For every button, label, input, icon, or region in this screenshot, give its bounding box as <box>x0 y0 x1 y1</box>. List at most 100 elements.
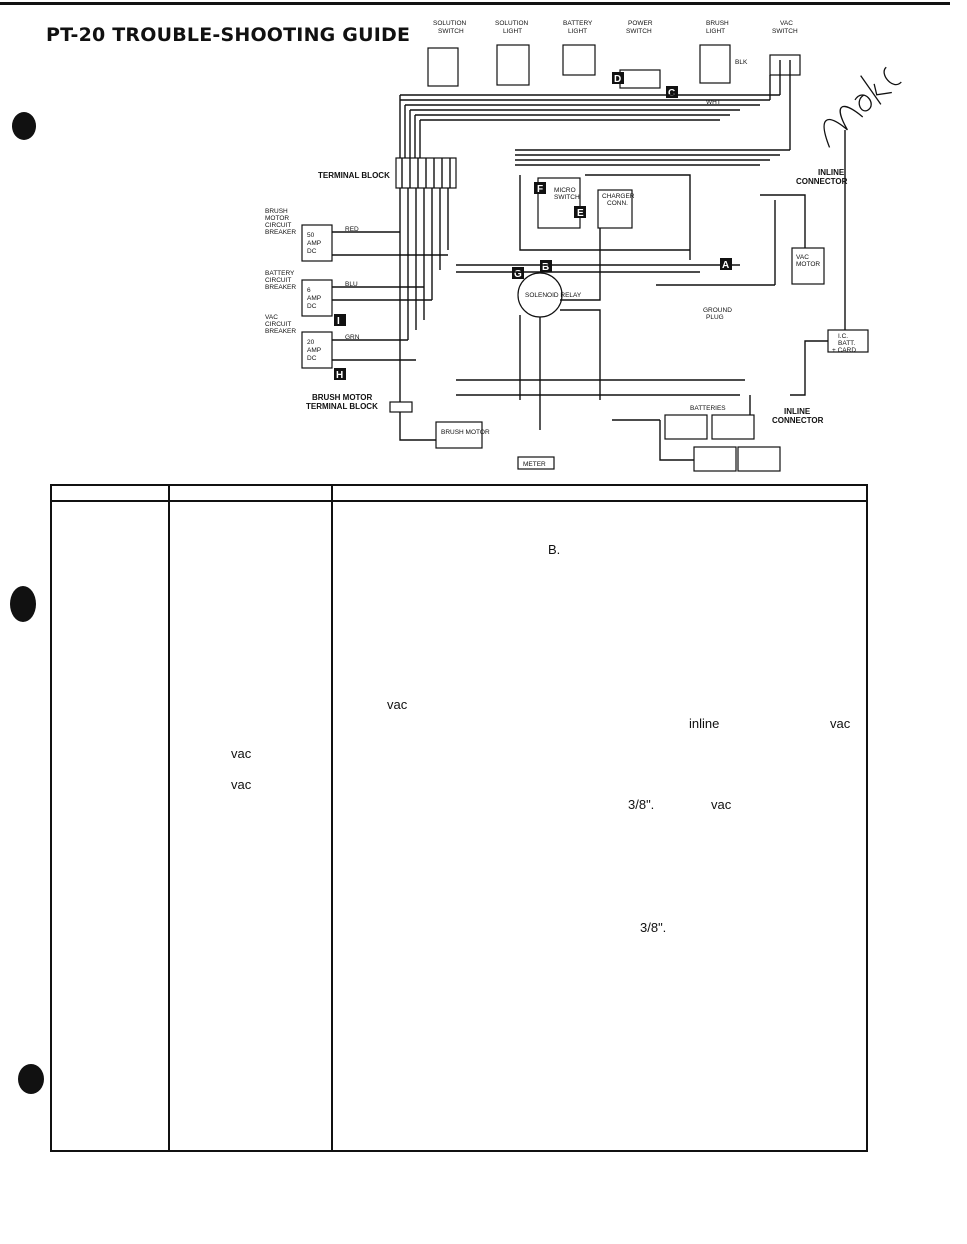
svg-text:MOTOR: MOTOR <box>796 261 820 268</box>
wire-label-grn: GRN <box>345 334 360 341</box>
svg-text:VAC: VAC <box>796 254 809 261</box>
svg-text:CONN.: CONN. <box>607 200 628 207</box>
solenoid-relay: SOLENOID RELAY <box>517 272 582 318</box>
column-divider <box>331 486 333 1150</box>
svg-text:TERMINAL BLOCK: TERMINAL BLOCK <box>318 171 390 180</box>
svg-text:SOLUTION: SOLUTION <box>433 20 467 27</box>
svg-text:DC: DC <box>307 303 317 310</box>
marker-h: H <box>334 368 346 381</box>
svg-text:VAC: VAC <box>780 20 793 27</box>
svg-text:AMP: AMP <box>307 347 321 354</box>
svg-text:C: C <box>668 88 675 99</box>
svg-text:BRUSH: BRUSH <box>706 20 729 27</box>
svg-text:CIRCUIT: CIRCUIT <box>265 277 291 284</box>
svg-text:MOTOR: MOTOR <box>265 215 289 222</box>
ic-battery-card: I.C. BATT. + CARD <box>827 329 869 354</box>
svg-text:B: B <box>542 262 549 273</box>
svg-text:A: A <box>722 260 729 271</box>
wire-label-blu: BLU <box>345 281 358 288</box>
svg-text:CHARGER: CHARGER <box>602 193 635 200</box>
top-rule <box>0 2 950 5</box>
svg-text:BREAKER: BREAKER <box>265 284 296 291</box>
svg-text:F: F <box>537 184 543 195</box>
svg-text:INLINE: INLINE <box>784 407 811 416</box>
brush-motor-breaker: BRUSH MOTOR CIRCUIT BREAKER 50 AMP DC <box>265 208 333 262</box>
svg-text:TERMINAL BLOCK: TERMINAL BLOCK <box>306 402 378 411</box>
ground-plug: GROUND PLUG <box>656 284 775 321</box>
svg-text:BATTERY: BATTERY <box>265 270 295 277</box>
marker-d: D <box>612 72 624 85</box>
marker-f: F <box>534 182 546 195</box>
brush-motor-terminal-block: BRUSH MOTOR TERMINAL BLOCK <box>306 393 413 413</box>
cell-text: inline <box>689 716 720 731</box>
marker-c: C <box>666 86 678 99</box>
svg-text:BRUSH MOTOR: BRUSH MOTOR <box>312 393 373 402</box>
marker-b: B <box>540 260 552 273</box>
svg-text:VAC: VAC <box>265 314 278 321</box>
cell-text: vac <box>711 797 732 812</box>
meter: METER <box>517 456 555 470</box>
svg-text:SWITCH: SWITCH <box>626 28 652 35</box>
svg-text:I: I <box>337 316 340 327</box>
inline-connector-bottom: INLINE CONNECTOR <box>772 407 824 425</box>
svg-text:SWITCH: SWITCH <box>772 28 798 35</box>
marker-i: I <box>334 314 346 327</box>
inline-connector-top: INLINE CONNECTOR <box>796 168 848 186</box>
svg-text:6: 6 <box>307 287 311 294</box>
svg-text:CIRCUIT: CIRCUIT <box>265 321 291 328</box>
punch-hole <box>10 586 36 622</box>
svg-text:D: D <box>614 74 621 85</box>
svg-text:LIGHT: LIGHT <box>706 28 725 35</box>
svg-text:METER: METER <box>523 461 546 468</box>
terminal-block: TERMINAL BLOCK <box>318 157 457 189</box>
handwritten-note <box>800 49 923 166</box>
cell-text: B. <box>548 542 561 557</box>
brush-motor: BRUSH MOTOR <box>435 421 490 449</box>
svg-text:INLINE: INLINE <box>818 168 845 177</box>
marker-g: G <box>512 267 524 280</box>
battery-breaker: BATTERY CIRCUIT BREAKER 6 AMP DC <box>265 270 333 317</box>
marker-a: A <box>720 258 732 271</box>
batteries: BATTERIES <box>664 405 781 472</box>
svg-text:I.C.: I.C. <box>838 333 848 340</box>
svg-text:H: H <box>336 370 343 381</box>
svg-text:+ CARD: + CARD <box>832 347 856 354</box>
power-switch: POWER SWITCH <box>619 20 661 89</box>
svg-text:BATTERY: BATTERY <box>563 20 593 27</box>
wire-label-wht: WHT <box>706 99 721 106</box>
cell-text: vac <box>830 716 851 731</box>
solution-switch: SOLUTION SWITCH <box>427 20 467 87</box>
svg-text:DC: DC <box>307 355 317 362</box>
svg-text:PLUG: PLUG <box>706 314 724 321</box>
svg-text:SWITCH: SWITCH <box>438 28 464 35</box>
cell-text: 3/8". <box>628 797 655 812</box>
marker-e: E <box>574 206 586 219</box>
cell-text: vac <box>231 746 252 761</box>
punch-hole <box>18 1064 44 1094</box>
svg-text:MICRO: MICRO <box>554 187 576 194</box>
punch-hole <box>12 112 36 140</box>
cell-text: vac <box>387 697 408 712</box>
svg-text:G: G <box>514 269 522 280</box>
solution-light: SOLUTION LIGHT <box>495 20 530 86</box>
svg-text:SWITCH: SWITCH <box>554 194 580 201</box>
svg-text:CIRCUIT: CIRCUIT <box>265 222 291 229</box>
wire-label-red: RED <box>345 226 359 233</box>
page-title: PT-20 TROUBLE-SHOOTING GUIDE <box>46 24 411 46</box>
svg-text:AMP: AMP <box>307 240 321 247</box>
svg-text:BRUSH: BRUSH <box>265 208 288 215</box>
cell-text: 3/8". <box>640 920 667 935</box>
svg-text:LIGHT: LIGHT <box>568 28 587 35</box>
svg-text:CONNECTOR: CONNECTOR <box>796 177 848 186</box>
cell-text: vac <box>231 777 252 792</box>
troubleshooting-table: vac vac B. vac inline vac 3/8". vac 3/8"… <box>50 484 868 1152</box>
brush-light: BRUSH LIGHT <box>699 20 731 84</box>
vac-motor: VAC MOTOR <box>791 247 825 285</box>
micro-switch: MICRO SWITCH <box>537 177 581 229</box>
svg-text:20: 20 <box>307 339 315 346</box>
svg-text:BREAKER: BREAKER <box>265 229 296 236</box>
svg-text:CONNECTOR: CONNECTOR <box>772 416 824 425</box>
svg-text:POWER: POWER <box>628 20 653 27</box>
svg-text:BRUSH MOTOR: BRUSH MOTOR <box>441 429 490 436</box>
svg-text:LIGHT: LIGHT <box>503 28 522 35</box>
